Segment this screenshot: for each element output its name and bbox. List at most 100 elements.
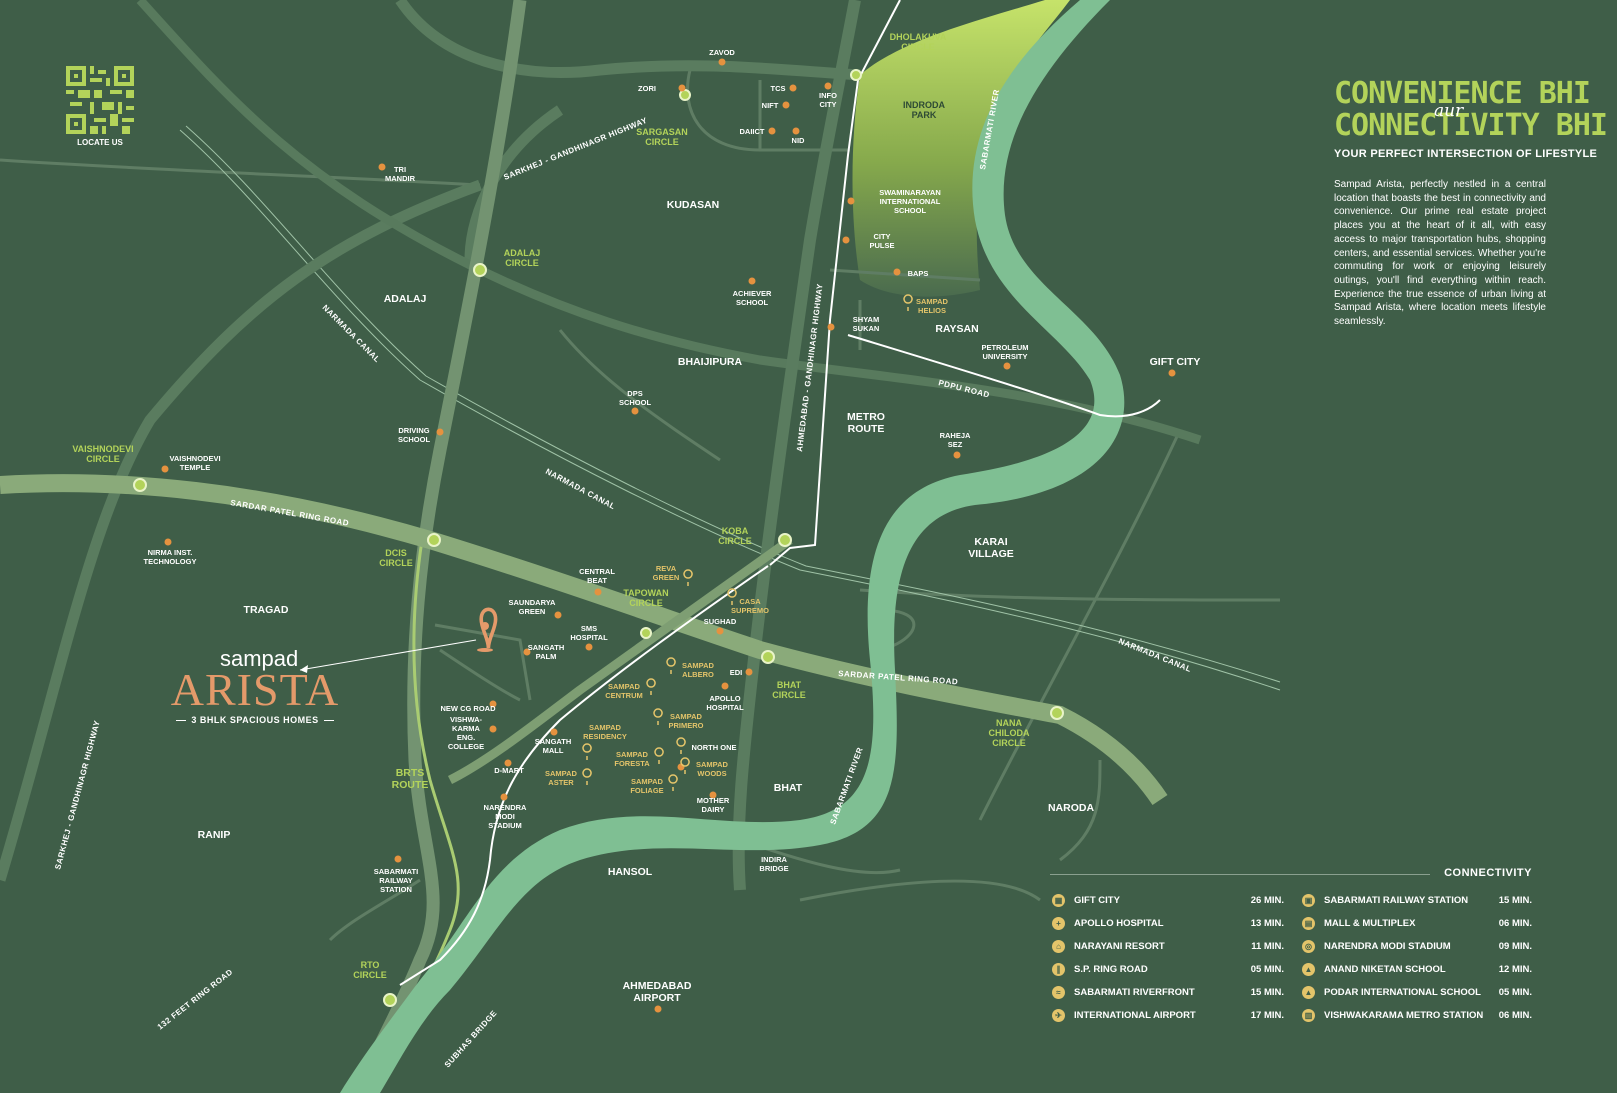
hospital-icon: + bbox=[1052, 917, 1065, 930]
road-icon: ∥ bbox=[1052, 963, 1065, 976]
arista-pointer-line bbox=[299, 639, 477, 671]
arista-pointer-arrow bbox=[300, 665, 308, 673]
area-adalaj: ADALAJ bbox=[384, 293, 427, 305]
arista-location-pin[interactable] bbox=[477, 607, 498, 652]
koba-tapowan-road bbox=[447, 536, 793, 785]
headline: CONVENIENCE BHI CONNECTIVITY BHI aur YOU… bbox=[1334, 78, 1608, 161]
indroda-park bbox=[852, 0, 1070, 297]
qr-code-icon bbox=[66, 66, 134, 134]
riverfront-icon: ≈ bbox=[1052, 986, 1065, 999]
poi-zori: ZORI bbox=[638, 84, 656, 93]
headline-subheading: YOUR PERFECT INTERSECTION OF LIFESTYLE bbox=[1334, 148, 1598, 160]
sampad-arista-logo: sampad ARISTA 3 BHLK SPACIOUS HOMES bbox=[170, 646, 340, 725]
area-ranip: RANIP bbox=[198, 829, 231, 841]
project-pins bbox=[582, 294, 913, 791]
headline-line-2: CONNECTIVITY BHI bbox=[1334, 108, 1608, 143]
school-icon: ▲ bbox=[1302, 986, 1315, 999]
poi-zavod: ZAVOD bbox=[709, 48, 735, 57]
area-raysan: RAYSAN bbox=[935, 323, 978, 335]
logo-tagline: 3 BHLK SPACIOUS HOMES bbox=[170, 715, 340, 725]
qr-code[interactable] bbox=[66, 66, 134, 134]
road-label-subhas-bridge: SUBHAS BRIDGE bbox=[443, 1008, 499, 1069]
road-label-132-feet-ring-road: 132 FEET RING ROAD bbox=[156, 967, 235, 1031]
diagonal-highway bbox=[136, 0, 1202, 445]
poi-d-mart: D-MART bbox=[494, 766, 524, 775]
poi-nid: NID bbox=[792, 136, 806, 145]
logo-project-name: ARISTA bbox=[170, 664, 340, 715]
qr-label: LOCATE US bbox=[77, 138, 123, 147]
description-paragraph: Sampad Arista, perfectly nestled in a ce… bbox=[1334, 179, 1546, 328]
road-label-sg-highway-left: SARKHEJ - GANDHINAGR HIGHWAY bbox=[53, 719, 102, 870]
area-gift-city: GIFT CITY bbox=[1150, 356, 1201, 368]
airplane-icon: ✈ bbox=[1052, 1009, 1065, 1022]
area-kudasan: KUDASAN bbox=[667, 199, 720, 211]
area-naroda: NARODA bbox=[1048, 802, 1094, 814]
area-bhat: BHAT bbox=[774, 782, 803, 794]
poi-north-one: NORTH ONE bbox=[692, 743, 737, 752]
mall-icon: ▤ bbox=[1302, 917, 1315, 930]
metro-icon: ▥ bbox=[1302, 1009, 1315, 1022]
poi-markers bbox=[161, 58, 1176, 1013]
area-tragad: TRAGAD bbox=[244, 604, 289, 616]
road-label-narmada-canal-3: NARMADA CANAL bbox=[1117, 637, 1192, 674]
poi-nift: NIFT bbox=[762, 101, 779, 110]
poi-baps: BAPS bbox=[908, 269, 929, 278]
sabarmati-river bbox=[340, 0, 1125, 1093]
stadium-icon: ◎ bbox=[1302, 940, 1315, 953]
poi-sughad: SUGHAD bbox=[704, 617, 737, 626]
area-labels: KUDASAN ADALAJ BHAIJIPURA RAYSAN GIFT CI… bbox=[198, 100, 1201, 1004]
logo-brand-small: sampad bbox=[220, 646, 299, 671]
road-label-sg-highway-top: SARKHEJ - GANDHINAGR HIGHWAY bbox=[502, 116, 648, 182]
poi-new-cg-road: NEW CG ROAD bbox=[441, 704, 497, 713]
